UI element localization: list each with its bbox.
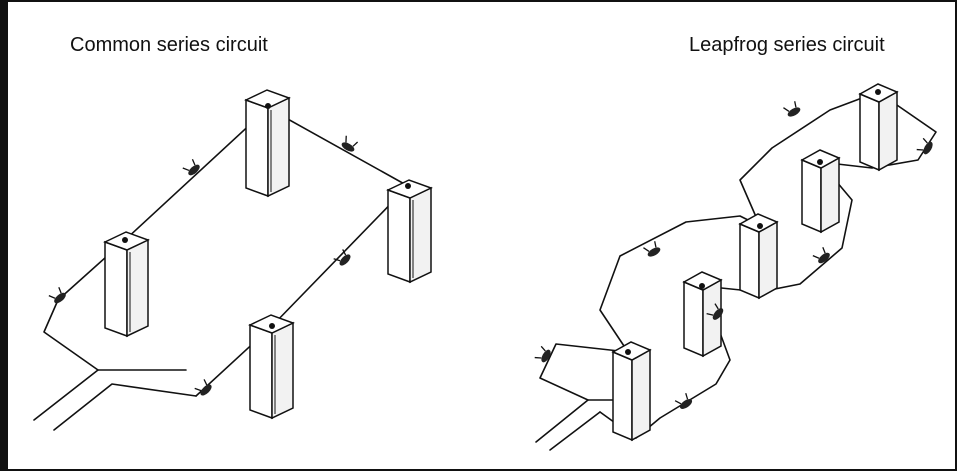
post-icon <box>103 231 150 338</box>
post-icon <box>682 271 723 358</box>
splice-connector-icon <box>333 249 351 266</box>
wire-node <box>875 89 881 95</box>
splice-connector-icon <box>341 135 359 152</box>
post-icon <box>248 314 295 420</box>
post-icon <box>738 213 779 300</box>
splice-connector-icon <box>643 241 661 257</box>
loop-wire-north <box>124 107 269 241</box>
loop-wire-south <box>271 185 409 327</box>
feed-wire-b <box>549 411 601 451</box>
splice-connector-icon <box>916 137 933 155</box>
loop-wire-3 <box>739 91 879 227</box>
wire-node <box>757 223 763 229</box>
post-icon <box>386 179 433 284</box>
wire-node <box>122 237 128 243</box>
common-series-circuit <box>33 89 433 431</box>
wire-node <box>405 183 411 189</box>
splice-connector-icon <box>674 393 693 409</box>
splice-connector-icon <box>194 379 212 396</box>
common-circuit-title: Common series circuit <box>70 34 268 56</box>
splice-connector-icon <box>48 287 66 304</box>
post-icon <box>858 83 899 172</box>
wire-node <box>265 103 271 109</box>
loop-wire-1 <box>539 343 629 401</box>
leapfrog-circuit-title: Leapfrog series circuit <box>689 34 885 56</box>
loop-wire-2 <box>599 215 761 353</box>
post-icon <box>800 149 841 234</box>
splice-connector-icon <box>783 101 801 117</box>
post-icon <box>244 89 291 198</box>
splice-connector-icon <box>812 247 830 264</box>
feed-wire-a <box>33 369 187 421</box>
leapfrog-series-circuit <box>534 83 937 451</box>
loop-wire-4 <box>819 91 937 169</box>
wire-node <box>699 283 705 289</box>
splice-connector-icon <box>534 345 551 363</box>
splice-connector-icon <box>182 159 200 176</box>
loop-wire-east <box>267 107 409 187</box>
wire-node <box>817 159 823 165</box>
splice-connector-icon <box>706 303 724 320</box>
feed-wire-b <box>53 383 197 431</box>
post-icon <box>611 341 652 442</box>
wire-node <box>269 323 275 329</box>
loop-wire-west <box>43 239 126 371</box>
wire-node <box>625 349 631 355</box>
